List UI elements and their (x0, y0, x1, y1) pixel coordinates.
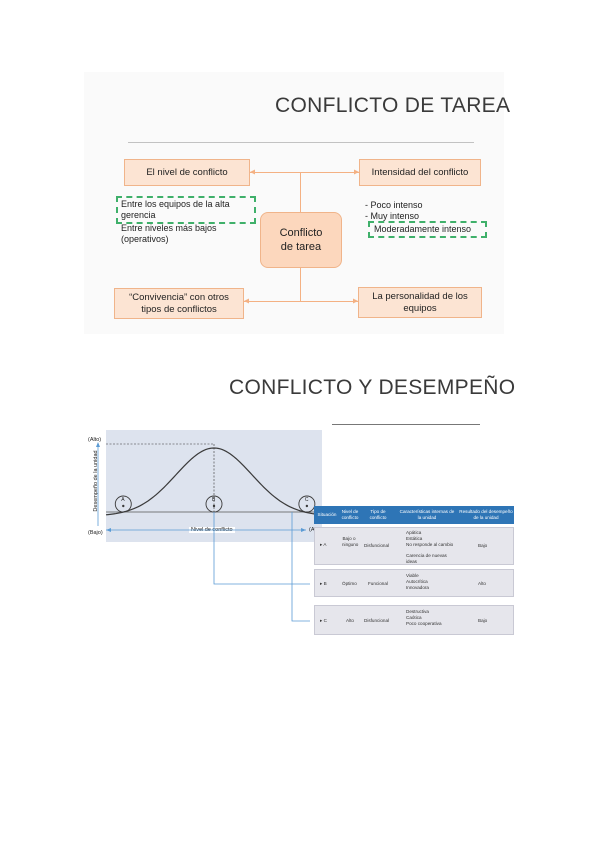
situation-point-b (212, 504, 216, 508)
connector-arrows (244, 169, 359, 304)
conflict-table: Situación Nivel de conflicto Tipo de con… (314, 506, 514, 640)
row-c-car-3: Poco cooperativa (406, 621, 442, 626)
header-caracteristicas: Características internas de la unidad (399, 509, 455, 520)
arrow-to-personalidad (353, 298, 358, 304)
highlight-alta-gerencia (116, 196, 256, 224)
header-nivel: Nivel de conflicto (341, 509, 359, 520)
connector-b (213, 512, 310, 585)
row-b-resultado: Alto (478, 581, 486, 586)
x-axis-arrowhead-right (301, 528, 306, 532)
row-c-resultado: Bajo (478, 618, 488, 623)
header-resultado: Resultado del desempeño de la unidad (459, 509, 513, 520)
row-b-situacion-value: B (323, 581, 327, 586)
row-c-car-1: Destructiva (406, 609, 429, 614)
row-c-tipo: Disfuncional (364, 618, 390, 623)
row-b-tipo: Funcional (368, 581, 388, 586)
row-b-nivel: Óptimo (342, 581, 357, 586)
row-b-situacion: ▸ B (320, 581, 327, 586)
nivel-conflicto-box: El nivel de conflicto (124, 159, 250, 186)
row-c-car-2: Caótica (406, 615, 422, 620)
nivel-item-operativos-2: (operativos) (121, 234, 169, 244)
intensidad-conflicto-label: Intensidad del conflicto (371, 166, 469, 178)
intensidad-conflicto-box: Intensidad del conflicto (359, 159, 481, 186)
situation-marker-c (298, 495, 316, 513)
connector-c (291, 512, 310, 622)
y-axis-arrowhead (96, 442, 100, 447)
center-line-1: Conflicto (279, 227, 323, 239)
title-divider (128, 142, 474, 143)
conflicto-tarea-center-box: Conflicto de tarea (260, 212, 342, 268)
row-b-car-1: Viable (406, 573, 419, 578)
chart-svg: A B C (96, 442, 323, 532)
row-a-resultado: Bajo (478, 543, 488, 548)
slide-title: CONFLICTO DE TAREA (275, 94, 511, 117)
header-situacion: Situación (317, 512, 337, 517)
y-axis-high-label: (Alto) (88, 437, 102, 443)
nivel-item-alta-gerencia-2: gerencia (121, 210, 156, 220)
center-line-2: de tarea (280, 241, 322, 253)
row-a-car-2: Estática (406, 536, 423, 541)
nivel-item-operativos-1: Entre niveles más bajos (121, 223, 217, 233)
intensidad-item-moderado: Moderadamente intenso (374, 224, 472, 234)
table-row-c (314, 605, 514, 635)
x-axis-arrowhead-left (106, 528, 111, 532)
situation-label-c: C (305, 497, 309, 503)
slide-conflicto-desempeno: CONFLICTO Y DESEMPEÑO (Alto) (Bajo) Dese… (84, 366, 516, 656)
row-a-car-1: Apática (406, 530, 422, 535)
situation-label-a: A (121, 497, 125, 503)
row-a-car-4: Carencia de nuevas ideas (406, 553, 447, 564)
convivencia-box: “Convivencia” con otros tipos de conflic… (114, 288, 244, 319)
header-tipo: Tipo de conflicto (369, 509, 387, 520)
situation-label-b: B (212, 497, 216, 503)
personalidad-line-2: equipos (403, 302, 437, 314)
row-a-situacion: ▸ A (320, 542, 327, 547)
convivencia-line-2: tipos de conflictos (141, 303, 217, 315)
connector-top (250, 172, 359, 173)
highlight-moderadamente (368, 221, 487, 238)
y-axis-low-label: (Bajo) (88, 530, 103, 536)
row-a-nivel: Bajo o ninguno (342, 536, 359, 547)
row-c-nivel: Alto (346, 618, 354, 623)
personalidad-box: La personalidad de los equipos (358, 287, 482, 318)
row-b-car-3: Innovadora (406, 585, 429, 590)
intensidad-item-poco: - Poco intenso (365, 200, 423, 210)
arrow-to-convivencia (244, 298, 249, 304)
slide-title: CONFLICTO Y DESEMPEÑO (229, 376, 516, 399)
title-divider (332, 424, 480, 425)
row-a-car-3: No responde al cambio (406, 542, 454, 547)
table-connectors (213, 512, 310, 622)
nivel-conflicto-label: El nivel de conflicto (146, 166, 228, 178)
table-row-a (314, 527, 514, 565)
table-header (314, 506, 514, 524)
row-a-situacion-value: A (323, 542, 327, 547)
row-c-situacion-value: C (323, 618, 327, 623)
table-row-b (314, 569, 514, 597)
intensidad-item-muy: - Muy intenso (365, 211, 420, 221)
row-a-tipo: Disfuncional (364, 543, 390, 548)
convivencia-line-1: “Convivencia” con otros (129, 291, 229, 303)
slide-conflicto-de-tarea: CONFLICTO DE TAREA El nivel de conflicto… (84, 72, 510, 334)
personalidad-line-1: La personalidad de los (372, 290, 468, 302)
situation-point-c (305, 504, 309, 508)
arrow-to-intensidad (354, 169, 359, 175)
row-b-car-2: Autocrítica (406, 579, 428, 584)
situation-marker-a (114, 495, 132, 513)
arrow-to-nivel (250, 169, 255, 175)
performance-curve (105, 447, 323, 516)
situation-point-a (122, 504, 125, 508)
row-c-situacion: ▸ C (320, 618, 327, 623)
nivel-item-alta-gerencia-1: Entre los equipos de la alta (121, 199, 230, 209)
connector-bottom (244, 301, 358, 302)
